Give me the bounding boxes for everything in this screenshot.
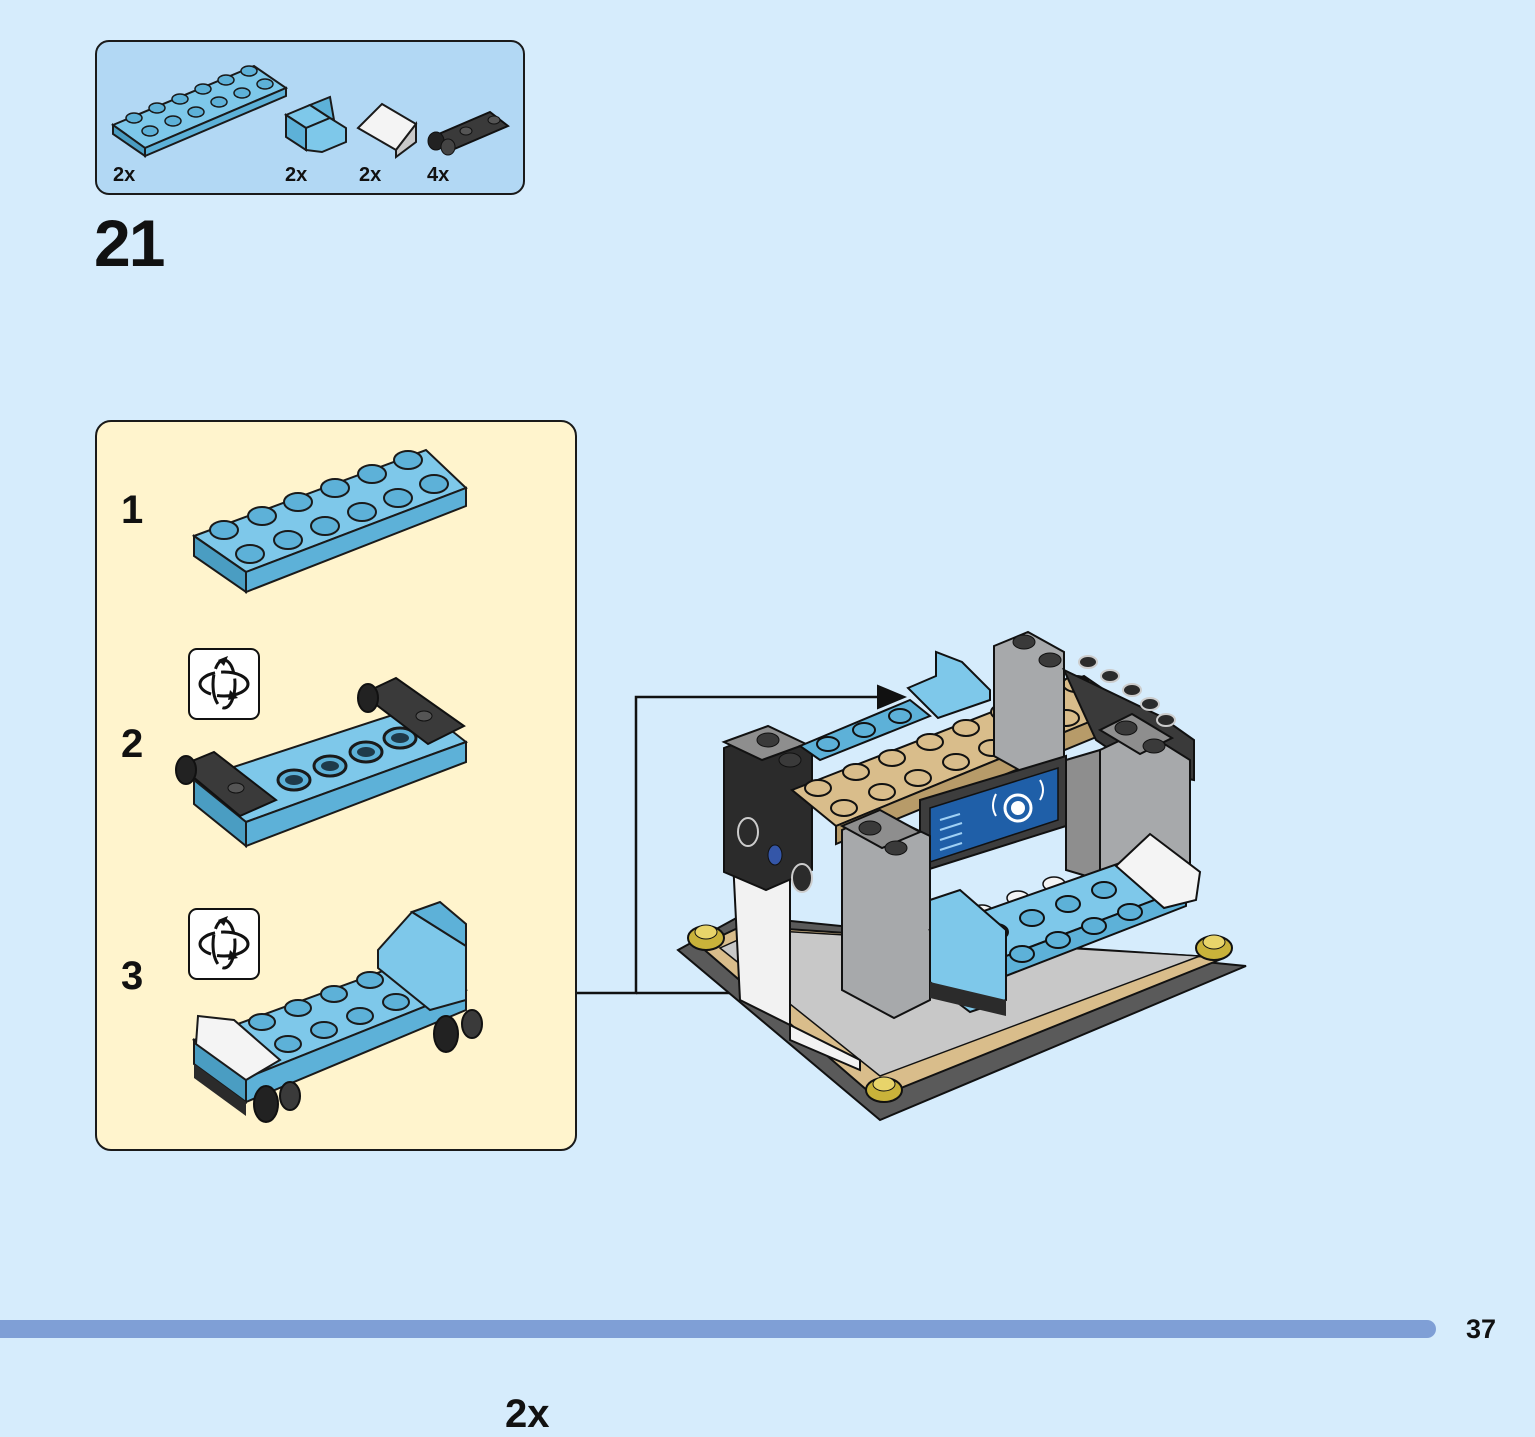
substep-2-assembly	[175, 676, 469, 849]
instruction-illustrations	[110, 64, 1247, 1123]
rotate-model-icon	[188, 908, 260, 980]
blue-bracket-icon	[283, 95, 347, 154]
page-number: 37	[1466, 1314, 1497, 1344]
substep-1-plate	[191, 448, 468, 594]
blue-plate-2x6-icon	[110, 64, 289, 158]
substep-number: 2	[121, 722, 144, 766]
step-number: 21	[94, 206, 165, 280]
rotate-model-icon	[188, 648, 260, 720]
sub-assembly-multiplier: 2x	[505, 1392, 550, 1436]
page-progress-bar	[0, 1320, 1436, 1338]
part-quantity: 2x	[285, 164, 308, 186]
part-quantity: 2x	[359, 164, 382, 186]
main-model	[676, 630, 1247, 1122]
part-quantity: 4x	[427, 164, 450, 186]
part-quantity: 2x	[113, 164, 136, 186]
substep-number: 3	[121, 954, 144, 998]
white-slope-icon	[356, 102, 418, 159]
substep-3-assembly	[191, 900, 483, 1123]
black-wheel-holder-icon	[427, 110, 510, 156]
gold-round-tile-icon	[687, 924, 1233, 1103]
substep-number: 1	[121, 488, 144, 532]
